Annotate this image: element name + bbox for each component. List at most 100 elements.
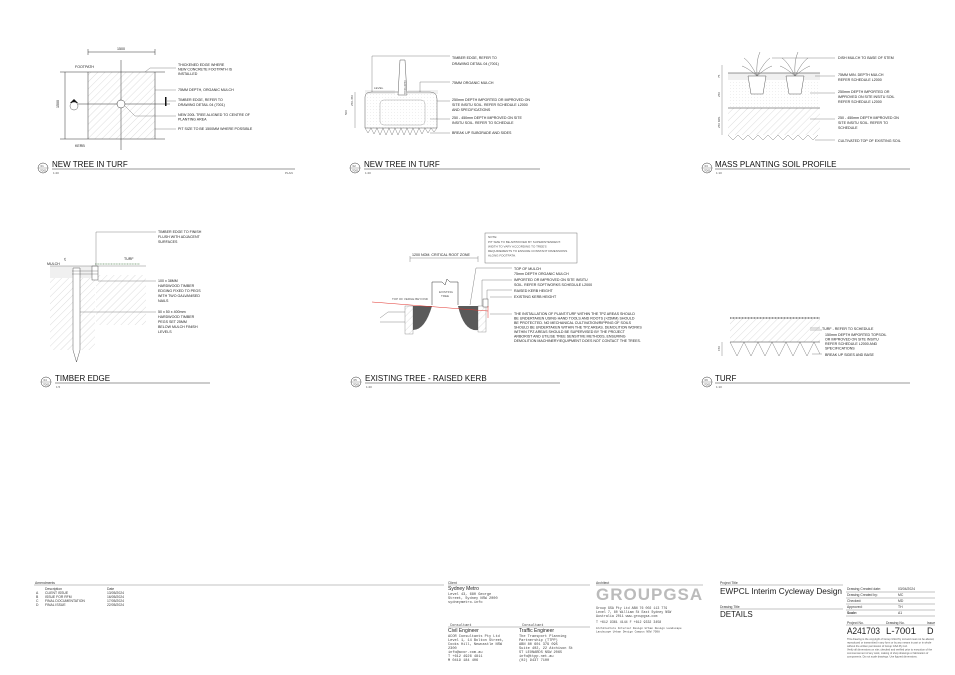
amendments-heading: Amendments <box>35 581 55 585</box>
note-box <box>484 232 578 264</box>
detail-scale: 1:20 <box>53 171 59 175</box>
svg-text:Drawing Created by:: Drawing Created by: <box>847 593 878 597</box>
dimension: 250 <box>717 92 721 97</box>
note: LEVELS <box>158 330 172 334</box>
note: SCHEDULE <box>838 126 858 130</box>
client-address: Level 43, 680 George <box>448 592 491 597</box>
note: WITHIN TPZ AREAS SHOULD BE SUPERVISED BY… <box>514 330 626 334</box>
svg-text:A1: A1 <box>898 611 902 615</box>
timber-peg <box>72 267 81 363</box>
note: REFER SCHEDULE L2000 <box>838 100 882 104</box>
project-title-label: Project Title <box>720 581 738 585</box>
note: 100 x 38MM <box>158 279 178 283</box>
svg-text:CLIENT ISSUE: CLIENT ISSUE <box>45 591 69 595</box>
client-website: sydneymetro.info <box>448 600 483 605</box>
detail-02-new-tree-section: VERTICAL LEVEL 250-450 500 TIMBER EDGE, … <box>344 55 540 175</box>
svg-text:16/05/2024: 16/05/2024 <box>107 595 124 599</box>
column-header: Description <box>45 587 62 591</box>
note: 75MM MIN. DEPTH MULCH <box>838 73 884 77</box>
detail-title: NEW TREE IN TURF <box>52 160 128 169</box>
note: REFER SCHEDULE L2000 AND <box>825 342 878 346</box>
consultant-line: Partnership (TTPP) <box>519 638 558 643</box>
note: THE INSTALLATION OF PLANT/TURF WITHIN TH… <box>514 312 635 316</box>
svg-text:13/05/2024: 13/05/2024 <box>107 591 124 595</box>
note: HARDWOOD TIMBER <box>158 315 195 319</box>
svg-text:D: D <box>36 603 39 607</box>
svg-text:C: C <box>36 599 39 603</box>
note: PLANTING AREA <box>178 118 207 122</box>
architect-line: Group GSA Pty Ltd ABN 76 002 113 779 <box>596 606 667 610</box>
note: SHOULD BE UNDERTAKEN WITHIN THE TPZ AREA… <box>514 326 642 330</box>
consultant-line: ABN 80 601 379 095 <box>519 643 558 647</box>
dimension: 1500 <box>117 47 125 51</box>
svg-text:This drawing is the copyright: This drawing is the copyright of Group G… <box>847 637 935 641</box>
client-heading: Client <box>448 581 457 585</box>
label: TOP OF VERGE BEYOND <box>392 297 429 301</box>
dimension: 500 <box>344 110 348 115</box>
detail-number: 03 <box>705 164 709 168</box>
dimension: 150 <box>717 346 721 351</box>
dimension-label: 1200 NOM. CRITICAL ROOT ZONE <box>412 253 471 257</box>
note: 75MM ORGANIC MULCH <box>452 81 494 85</box>
consultant-line: (02) 9437 7100 <box>519 658 549 663</box>
note: BE PROTECTED. NO MECHANICAL CULTIVATION/… <box>514 321 632 325</box>
dimension: 250 MIN. <box>717 116 721 128</box>
verge-level-line <box>371 301 489 312</box>
project-title: EWPCL Interim Cycleway Design <box>720 586 842 596</box>
note: FLUSH WITH ADJACENT <box>158 235 201 239</box>
note: INSTALLED <box>178 72 198 76</box>
detail-title: MASS PLANTING SOIL PROFILE <box>715 160 837 169</box>
svg-text:B: B <box>36 595 39 599</box>
architect-line: Level 7, 80 William St East Sydney NSW <box>596 610 671 614</box>
note: 50 x 50 x 400mm <box>158 310 186 314</box>
plant-icon <box>741 51 811 77</box>
note: NEW CONCRETE FOOTPATH IS <box>178 68 233 72</box>
dimension: 25 <box>63 257 67 261</box>
detail-scale: 1:20 <box>365 171 371 175</box>
section-marker <box>69 101 79 111</box>
note: WIDTH TO VARY ACCORDING TO TREE'S <box>488 245 547 249</box>
consultant-line: info@acor.com.au <box>448 650 483 655</box>
note: HARDWOOD TIMBER <box>158 284 195 288</box>
note: NEW 200L TREE ALIGNED TO CENTRE OF <box>178 113 251 117</box>
consultant-line: Suite 402, 22 Atchison St <box>519 646 573 651</box>
column-header: Date <box>107 587 114 591</box>
detail-title: NEW TREE IN TURF <box>364 160 440 169</box>
note: DISH MULCH TO BASE OF STEM <box>838 56 894 60</box>
note: 250 - 450mm DEPTH IMPROVED ON SITE <box>452 116 522 120</box>
client-name: Sydney Metro <box>448 586 479 592</box>
note: NOTE: <box>488 235 497 239</box>
note: EDGING FIXED TO PEGS <box>158 289 201 293</box>
drawing-title: DETAILS <box>720 610 753 619</box>
disclaimer: This drawing is the copyright of Group G… <box>847 637 935 659</box>
detail-view: PLAN <box>285 171 293 175</box>
tree-symbol <box>116 99 126 109</box>
project-no-label: Project No. <box>847 621 864 625</box>
detail-title: TIMBER EDGE <box>55 374 110 383</box>
detail-04-timber-edge: 25 MULCH TURF TIMBER EDGE TO FINISH FLUS… <box>40 230 210 389</box>
consultant-line: Cooks Hill, Newcastle NSW <box>448 642 503 647</box>
note: PIT SIZE TO BE 1500MM WHERE POSSIBLE <box>178 127 253 131</box>
note: TOP OF MULCH <box>514 267 541 271</box>
consultant-line: The Transport Planning <box>519 634 566 639</box>
raised-kerb <box>482 298 489 308</box>
svg-text:FINAL ISSUE: FINAL ISSUE <box>45 603 66 607</box>
detail-title: TURF <box>715 374 736 383</box>
consultant-line: T +612 4926 4811 <box>448 655 483 659</box>
note: REQUIREMENTS TO ENSURE CONSTANT DIMENSIO… <box>488 249 567 253</box>
consultant-line: ACOR Consultants Pty Ltd <box>448 634 500 639</box>
client-address: Street, Sydney NSW 2000 <box>448 596 498 601</box>
svg-text:MD: MD <box>898 599 904 603</box>
detail-number: 04 <box>44 378 48 382</box>
svg-text:Verify all dimensions on site;: Verify all dimensions on site; checked a… <box>847 648 933 652</box>
svg-text:commencement of any work, maki: commencement of any work, making of shop… <box>847 651 928 655</box>
label: EXISTING <box>439 290 454 294</box>
svg-text:components. Do not scale drawi: components. Do not scale drawings. Use f… <box>847 655 918 659</box>
drawing-number: L-7001 <box>886 626 916 636</box>
detail-ref: 7001 <box>352 169 359 173</box>
note: 150mm DEPTH IMPORTED TOPSOIL <box>825 333 887 337</box>
consultant-line: M 0419 184 406 <box>448 659 478 663</box>
note: PIT SIZE TO BE APPROVED BY SUPERINTENDEN… <box>488 240 561 244</box>
